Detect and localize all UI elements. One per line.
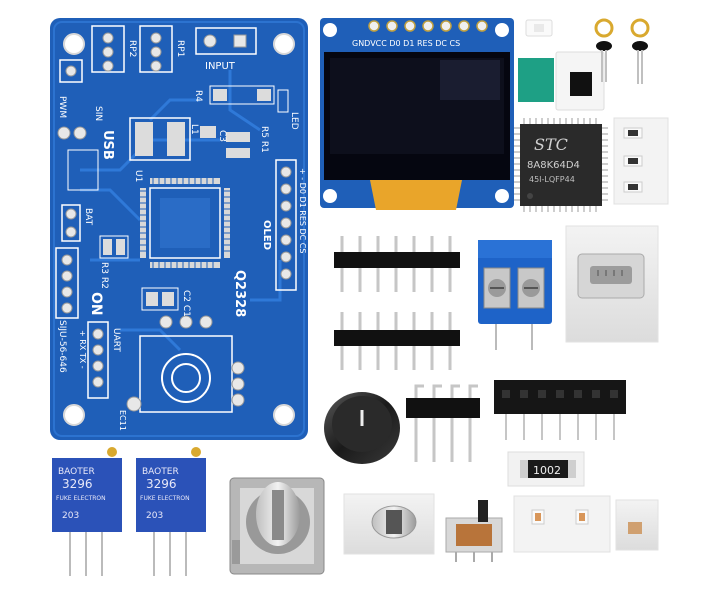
- rp1-label: RP1: [175, 40, 185, 57]
- uart-label: UART: [111, 328, 121, 352]
- trimmer-value-2: 203: [146, 511, 163, 521]
- oled-label: OLED: [261, 220, 272, 250]
- trimmer-model-1: 3296: [62, 477, 93, 491]
- r3-r2-label: R3 R2: [99, 262, 109, 289]
- right-angle-header: [406, 384, 480, 462]
- smd-component-strip: [613, 117, 669, 205]
- u1-label: U1: [133, 170, 143, 182]
- usb-label: USB: [100, 130, 115, 160]
- rp2-label: RP2: [127, 40, 137, 57]
- screw-terminal: [478, 240, 552, 350]
- stc-mcu-chip: STC 8A8K64D4 45I-LQFP44: [514, 118, 608, 212]
- rotary-encoder: [229, 477, 325, 575]
- mcu-footprint: [140, 178, 230, 268]
- r4-label: R4: [193, 90, 203, 102]
- sin-label: SIN: [93, 106, 103, 121]
- ec11-label: EC11: [118, 410, 127, 431]
- trimmer-brand-1: BAOTER: [58, 467, 95, 477]
- on-label: ON: [88, 292, 104, 316]
- trimmer-sub-1: FUKE ELECTRON: [56, 495, 106, 502]
- trimmer-sub-2: FUKE ELECTRON: [140, 495, 190, 502]
- trimmer-pot-1: BAOTER 3296 FUKE ELECTRON 203: [52, 447, 122, 576]
- smd-resistor-1002: 1002: [507, 451, 585, 487]
- female-header: [494, 380, 626, 440]
- input-label: INPUT: [205, 61, 236, 72]
- oled-pin-labels: GNDVCC D0 D1 RES DC CS: [352, 39, 460, 48]
- smd-led-strip: [518, 51, 605, 111]
- slide-switch: [445, 500, 503, 562]
- chip-package: 45I-LQFP44: [529, 175, 575, 184]
- mounting-hole: [63, 33, 295, 426]
- trimmer-brand-2: BAOTER: [142, 467, 179, 477]
- l1-label: L1: [189, 124, 199, 135]
- trimmer-pot-2: BAOTER 3296 FUKE ELECTRON 203: [136, 447, 206, 576]
- pin-header-8: [334, 236, 460, 292]
- bat-label: BAT: [83, 208, 93, 226]
- test-loop-pins: [594, 18, 650, 84]
- trimmer-value-1: 203: [62, 511, 79, 521]
- chip-brand: STC: [534, 135, 568, 154]
- smd-capacitor-strip: [513, 495, 611, 553]
- oled-flex-cable: [370, 180, 462, 210]
- led-label: LED: [289, 112, 299, 130]
- pwm-label: PWM: [57, 96, 67, 118]
- resistor-code: 1002: [533, 464, 561, 477]
- smd-capacitor-bag: [615, 499, 659, 551]
- uart-pins-label: + RX TX -: [78, 330, 87, 369]
- trimmer-model-2: 3296: [146, 477, 177, 491]
- buzzer-in-bag: [343, 493, 435, 555]
- r5-r1-label: R5 R1: [259, 126, 269, 153]
- chip-part: 8A8K64D4: [527, 160, 580, 171]
- model-label: Q2328: [232, 270, 247, 317]
- c3-label: C3: [217, 130, 227, 142]
- oled-module: GNDVCC D0 D1 RES DC CS: [320, 18, 514, 210]
- pin-header-8b: [334, 312, 460, 370]
- pcb-board: PWM SIN USB BAT ON INPUT RP2 RP1 R4 LED …: [50, 18, 308, 440]
- version-label: SIJU-56-646: [57, 320, 67, 373]
- rotary-knob-cap: [324, 392, 400, 464]
- oled-pins-label: + - D0 D1 RES DC CS: [298, 168, 307, 253]
- c2-c1-label: C2 C1: [181, 290, 191, 317]
- micro-usb-connector: [565, 225, 659, 343]
